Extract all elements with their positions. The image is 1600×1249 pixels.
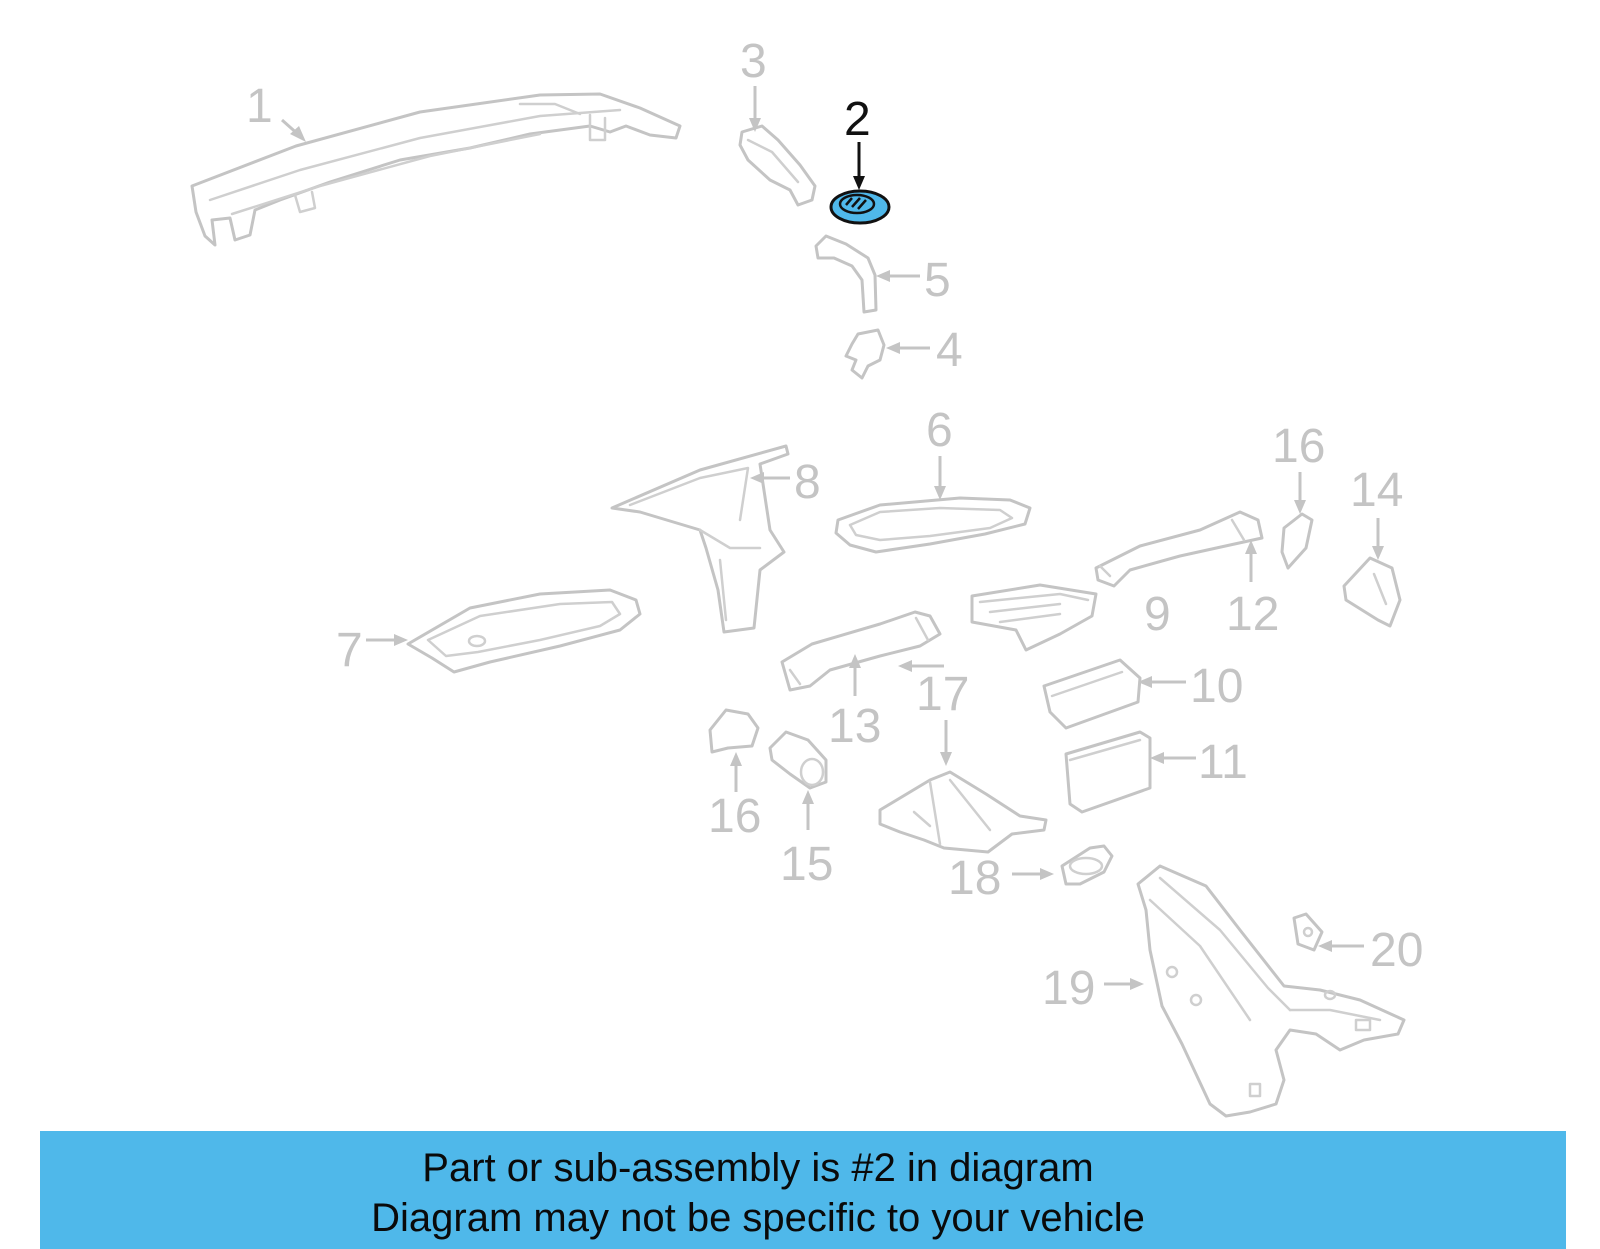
part-16-cover-left [708, 708, 760, 754]
arrow-2 [853, 142, 865, 190]
part-3-bracket-duct [738, 124, 817, 207]
arrow-18 [1012, 868, 1054, 880]
arrow-16-right [1294, 472, 1306, 514]
arrow-15 [802, 790, 814, 830]
banner-line-part-number: Part or sub-assembly is #2 in diagram [422, 1146, 1094, 1190]
arrow-6 [934, 456, 946, 500]
arrow-17 [940, 720, 952, 766]
arrow-12 [1245, 540, 1257, 582]
callout-11: 11 [1198, 736, 1248, 789]
banner-line-disclaimer: Diagram may not be specific to your vehi… [371, 1196, 1145, 1240]
callout-13: 13 [828, 700, 881, 753]
callout-19: 19 [1042, 962, 1095, 1015]
callout-18: 18 [948, 852, 1001, 905]
arrow-13 [849, 654, 861, 696]
callout-6: 6 [926, 404, 953, 457]
part-1-defroster-duct [190, 92, 682, 247]
part-9-vent [970, 583, 1098, 652]
callout-15: 15 [780, 838, 833, 891]
arrow-3 [749, 86, 761, 132]
part-10-vent [1042, 658, 1142, 730]
part-20-clip [1292, 912, 1324, 952]
arrow-5 [876, 270, 920, 282]
callout-9: 9 [1144, 588, 1171, 641]
part-5-hose [814, 234, 878, 314]
callout-14: 14 [1350, 464, 1403, 517]
part-12-duct [1094, 510, 1264, 588]
part-16-cover-right [1280, 512, 1314, 570]
part-4-clip [844, 328, 886, 380]
callout-8: 8 [794, 456, 821, 509]
part-6-duct-panel [834, 496, 1032, 554]
callout-17: 17 [916, 668, 969, 721]
arrow-16-left [730, 752, 742, 792]
arrow-10 [1138, 676, 1186, 688]
callout-3: 3 [740, 35, 767, 88]
part-11-vent [1064, 730, 1152, 814]
arrow-7 [366, 634, 408, 646]
part-18-vent [1060, 844, 1114, 886]
callout-12: 12 [1226, 588, 1279, 641]
arrow-14 [1372, 518, 1384, 560]
arrow-20 [1318, 940, 1364, 952]
part-7-duct-panel [406, 588, 642, 674]
callout-4: 4 [936, 324, 963, 377]
callout-10: 10 [1190, 660, 1243, 713]
callout-20: 20 [1370, 924, 1423, 977]
callout-7: 7 [336, 624, 363, 677]
part-19-rear-duct [1136, 864, 1406, 1118]
part-13-duct [780, 610, 942, 692]
info-banner: Part or sub-assembly is #2 in diagram Di… [40, 1131, 1566, 1249]
part-2-highlighted [829, 189, 891, 225]
arrow-1 [281, 118, 306, 142]
arrow-17-side [898, 660, 944, 672]
callout-1: 1 [246, 80, 273, 133]
callout-16-right: 16 [1272, 420, 1325, 473]
part-8-center-duct [610, 444, 790, 634]
part-17-housing [878, 770, 1048, 854]
arrow-4 [886, 342, 930, 354]
part-14-vent-cap [1342, 556, 1402, 628]
part-15-vent-ring [768, 730, 828, 790]
callout-2: 2 [844, 93, 871, 146]
callout-16-left: 16 [708, 790, 761, 843]
arrow-11 [1150, 752, 1196, 764]
callout-5: 5 [924, 254, 951, 307]
arrow-8 [750, 472, 790, 484]
arrow-19 [1104, 978, 1144, 990]
